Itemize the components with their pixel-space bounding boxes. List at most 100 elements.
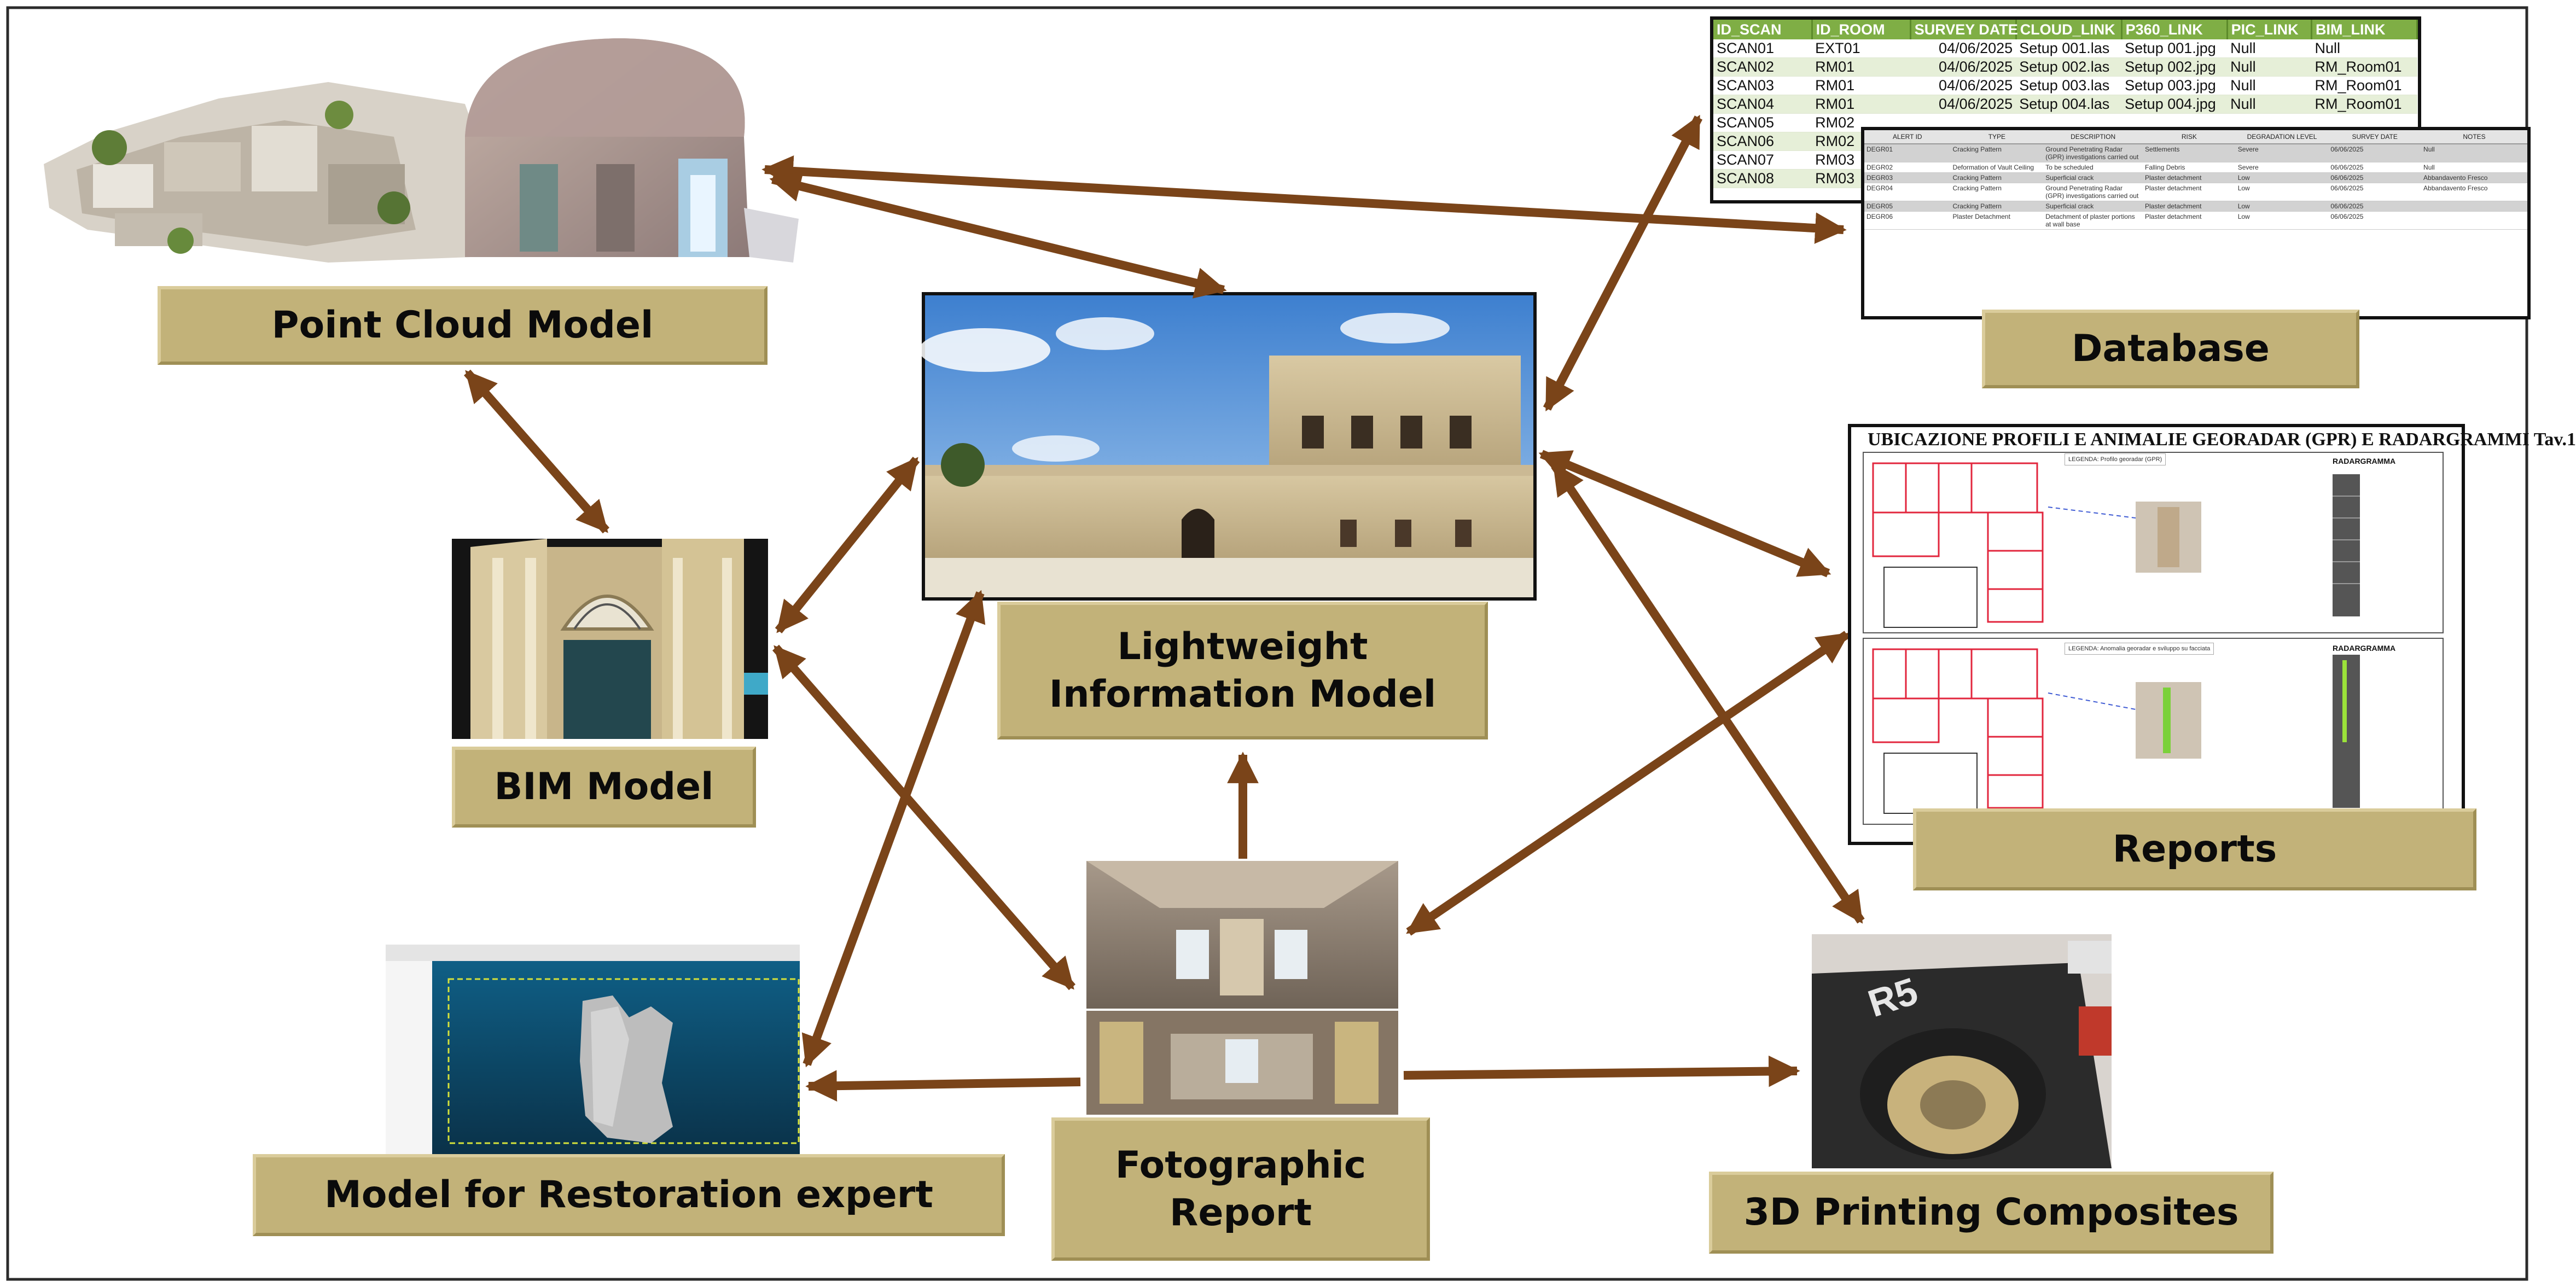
alert-cell: Plaster detachment — [2143, 201, 2236, 212]
col-header-cloud-link: CLOUD_LINK — [2016, 20, 2123, 39]
arrow-fotographic-restoration — [805, 1070, 1081, 1102]
restoration-model-text: Model for Restoration expert — [324, 1173, 933, 1217]
col-header-p360-link: P360_LINK — [2121, 20, 2228, 39]
alert-cell: 06/06/2025 — [2328, 144, 2422, 162]
arrow-lightweight-bim — [775, 456, 920, 634]
table-cell: EXT01 — [1812, 39, 1911, 58]
arrow-pointcloud-bim — [463, 369, 610, 534]
report-drawings — [1863, 452, 2444, 825]
alert-cell: Null — [2421, 162, 2527, 173]
table-cell: SCAN04 — [1713, 95, 1812, 114]
reports-text: Reports — [2112, 828, 2277, 871]
alert-cell: Low — [2235, 201, 2329, 212]
point-cloud-model-label: Point Cloud Model — [158, 286, 767, 365]
table-cell: Setup 004.las — [2016, 95, 2122, 114]
alert-cell: Deformation of Vault Ceiling — [1950, 162, 2044, 173]
alert-cell: Low — [2235, 172, 2329, 183]
alert-cell: Falling Debris — [2143, 162, 2236, 173]
radargram-label-1: RADARGRAMMA — [2333, 457, 2396, 465]
alert-cell: 06/06/2025 — [2328, 162, 2422, 173]
restoration-screenshot — [386, 945, 800, 1155]
table-cell: SCAN07 — [1713, 150, 1812, 170]
alert-cell: Low — [2235, 211, 2329, 230]
table-cell: SCAN03 — [1713, 76, 1812, 95]
alert-cell: Abbandavento Fresco — [2421, 172, 2527, 183]
alert-cell: Plaster Detachment — [1950, 211, 2044, 230]
lightweight-information-model-label: Lightweight Information Model — [997, 602, 1488, 739]
alert-cell: Plaster detachment — [2143, 183, 2236, 201]
database-label: Database — [1982, 310, 2359, 388]
alert-cell: 06/06/2025 — [2328, 201, 2422, 212]
table-cell: Setup 002.jpg — [2121, 57, 2228, 77]
lightweight-text-line2: Information Model — [1049, 673, 1437, 716]
radargram-label-2: RADARGRAMMA — [2333, 644, 2396, 653]
alert-cell: Severe — [2235, 162, 2329, 173]
3d-printing-composites-label: 3D Printing Composites — [1709, 1172, 2273, 1254]
table-cell: RM_Room01 — [2311, 57, 2417, 77]
lightweight-text-line1: Lightweight — [1117, 625, 1368, 668]
arrow-pointcloud-lightweight — [769, 171, 1227, 299]
table-cell: Setup 002.las — [2016, 57, 2122, 77]
col-header-pic-link: PIC_LINK — [2227, 20, 2313, 39]
alert-cell: Ground Penetrating Radar (GPR) investiga… — [2043, 144, 2143, 162]
col-header-bim-link: BIM_LINK — [2311, 20, 2418, 39]
alert-col-id: ALERT ID — [1864, 130, 1951, 144]
alert-cell: Cracking Pattern — [1950, 172, 2044, 183]
table-cell: SCAN02 — [1713, 57, 1812, 77]
alert-cell: Severe — [2235, 144, 2329, 162]
alert-cell: Cracking Pattern — [1950, 144, 2044, 162]
table-cell: Setup 004.jpg — [2121, 95, 2228, 114]
table-cell: SCAN05 — [1713, 113, 1812, 132]
alert-cell: Settlements — [2143, 144, 2236, 162]
alert-cell: Cracking Pattern — [1950, 183, 2044, 201]
report-title: UBICAZIONE PROFILI E ANIMALIE GEORADAR (… — [1868, 429, 2576, 450]
table-cell: 04/06/2025 — [1910, 57, 2016, 77]
arrow-database-lightweight — [1543, 114, 1703, 412]
table-cell: 04/06/2025 — [1910, 76, 2016, 95]
alert-cell: Low — [2235, 183, 2329, 201]
alert-cell: 06/06/2025 — [2328, 211, 2422, 230]
bim-model-label: BIM Model — [452, 747, 756, 828]
table-cell: Setup 001.las — [2016, 39, 2122, 58]
bim-image — [452, 539, 768, 739]
fotographic-text-line2: Report — [1170, 1191, 1312, 1234]
point-cloud-model-text: Point Cloud Model — [271, 304, 654, 347]
restoration-model-label: Model for Restoration expert — [253, 1154, 1005, 1236]
table-cell: Null — [2311, 39, 2417, 58]
printing-photo — [1812, 934, 2112, 1168]
alert-cell: DEGR04 — [1864, 183, 1951, 201]
alert-cell: Cracking Pattern — [1950, 201, 2044, 212]
alert-cell: Ground Penetrating Radar (GPR) investiga… — [2043, 183, 2143, 201]
alert-cell: Superficial crack — [2043, 201, 2143, 212]
lightweight-photo — [919, 292, 1537, 601]
alert-col-description: DESCRIPTION — [2043, 130, 2143, 144]
alert-cell: 06/06/2025 — [2328, 172, 2422, 183]
point-cloud-image — [44, 38, 799, 263]
alert-cell: DEGR02 — [1864, 162, 1951, 173]
table-cell: Setup 003.jpg — [2121, 76, 2228, 95]
reports-sheet: UBICAZIONE PROFILI E ANIMALIE GEORADAR (… — [1848, 424, 2576, 845]
3d-printing-text: 3D Printing Composites — [1743, 1191, 2239, 1234]
table-cell: RM01 — [1812, 76, 1911, 95]
alert-cell: Plaster detachment — [2143, 211, 2236, 230]
alert-cell: DEGR06 — [1864, 211, 1951, 230]
table-cell: 04/06/2025 — [1910, 39, 2016, 58]
alert-cell: Abbandavento Fresco — [2421, 183, 2527, 201]
table-cell: Setup 001.jpg — [2121, 39, 2228, 58]
table-cell: RM_Room01 — [2311, 95, 2417, 114]
arrow-reports-fotographic — [1406, 631, 1850, 936]
database-alert-table: ALERT ID TYPE DESCRIPTION RISK DEGRADATI… — [1861, 127, 2531, 319]
col-header-survey-date: SURVEY DATE — [1910, 20, 2018, 39]
col-header-id-room: ID_ROOM — [1812, 20, 1911, 39]
alert-col-notes: NOTES — [2421, 130, 2527, 144]
alert-col-type: TYPE — [1950, 130, 2044, 144]
